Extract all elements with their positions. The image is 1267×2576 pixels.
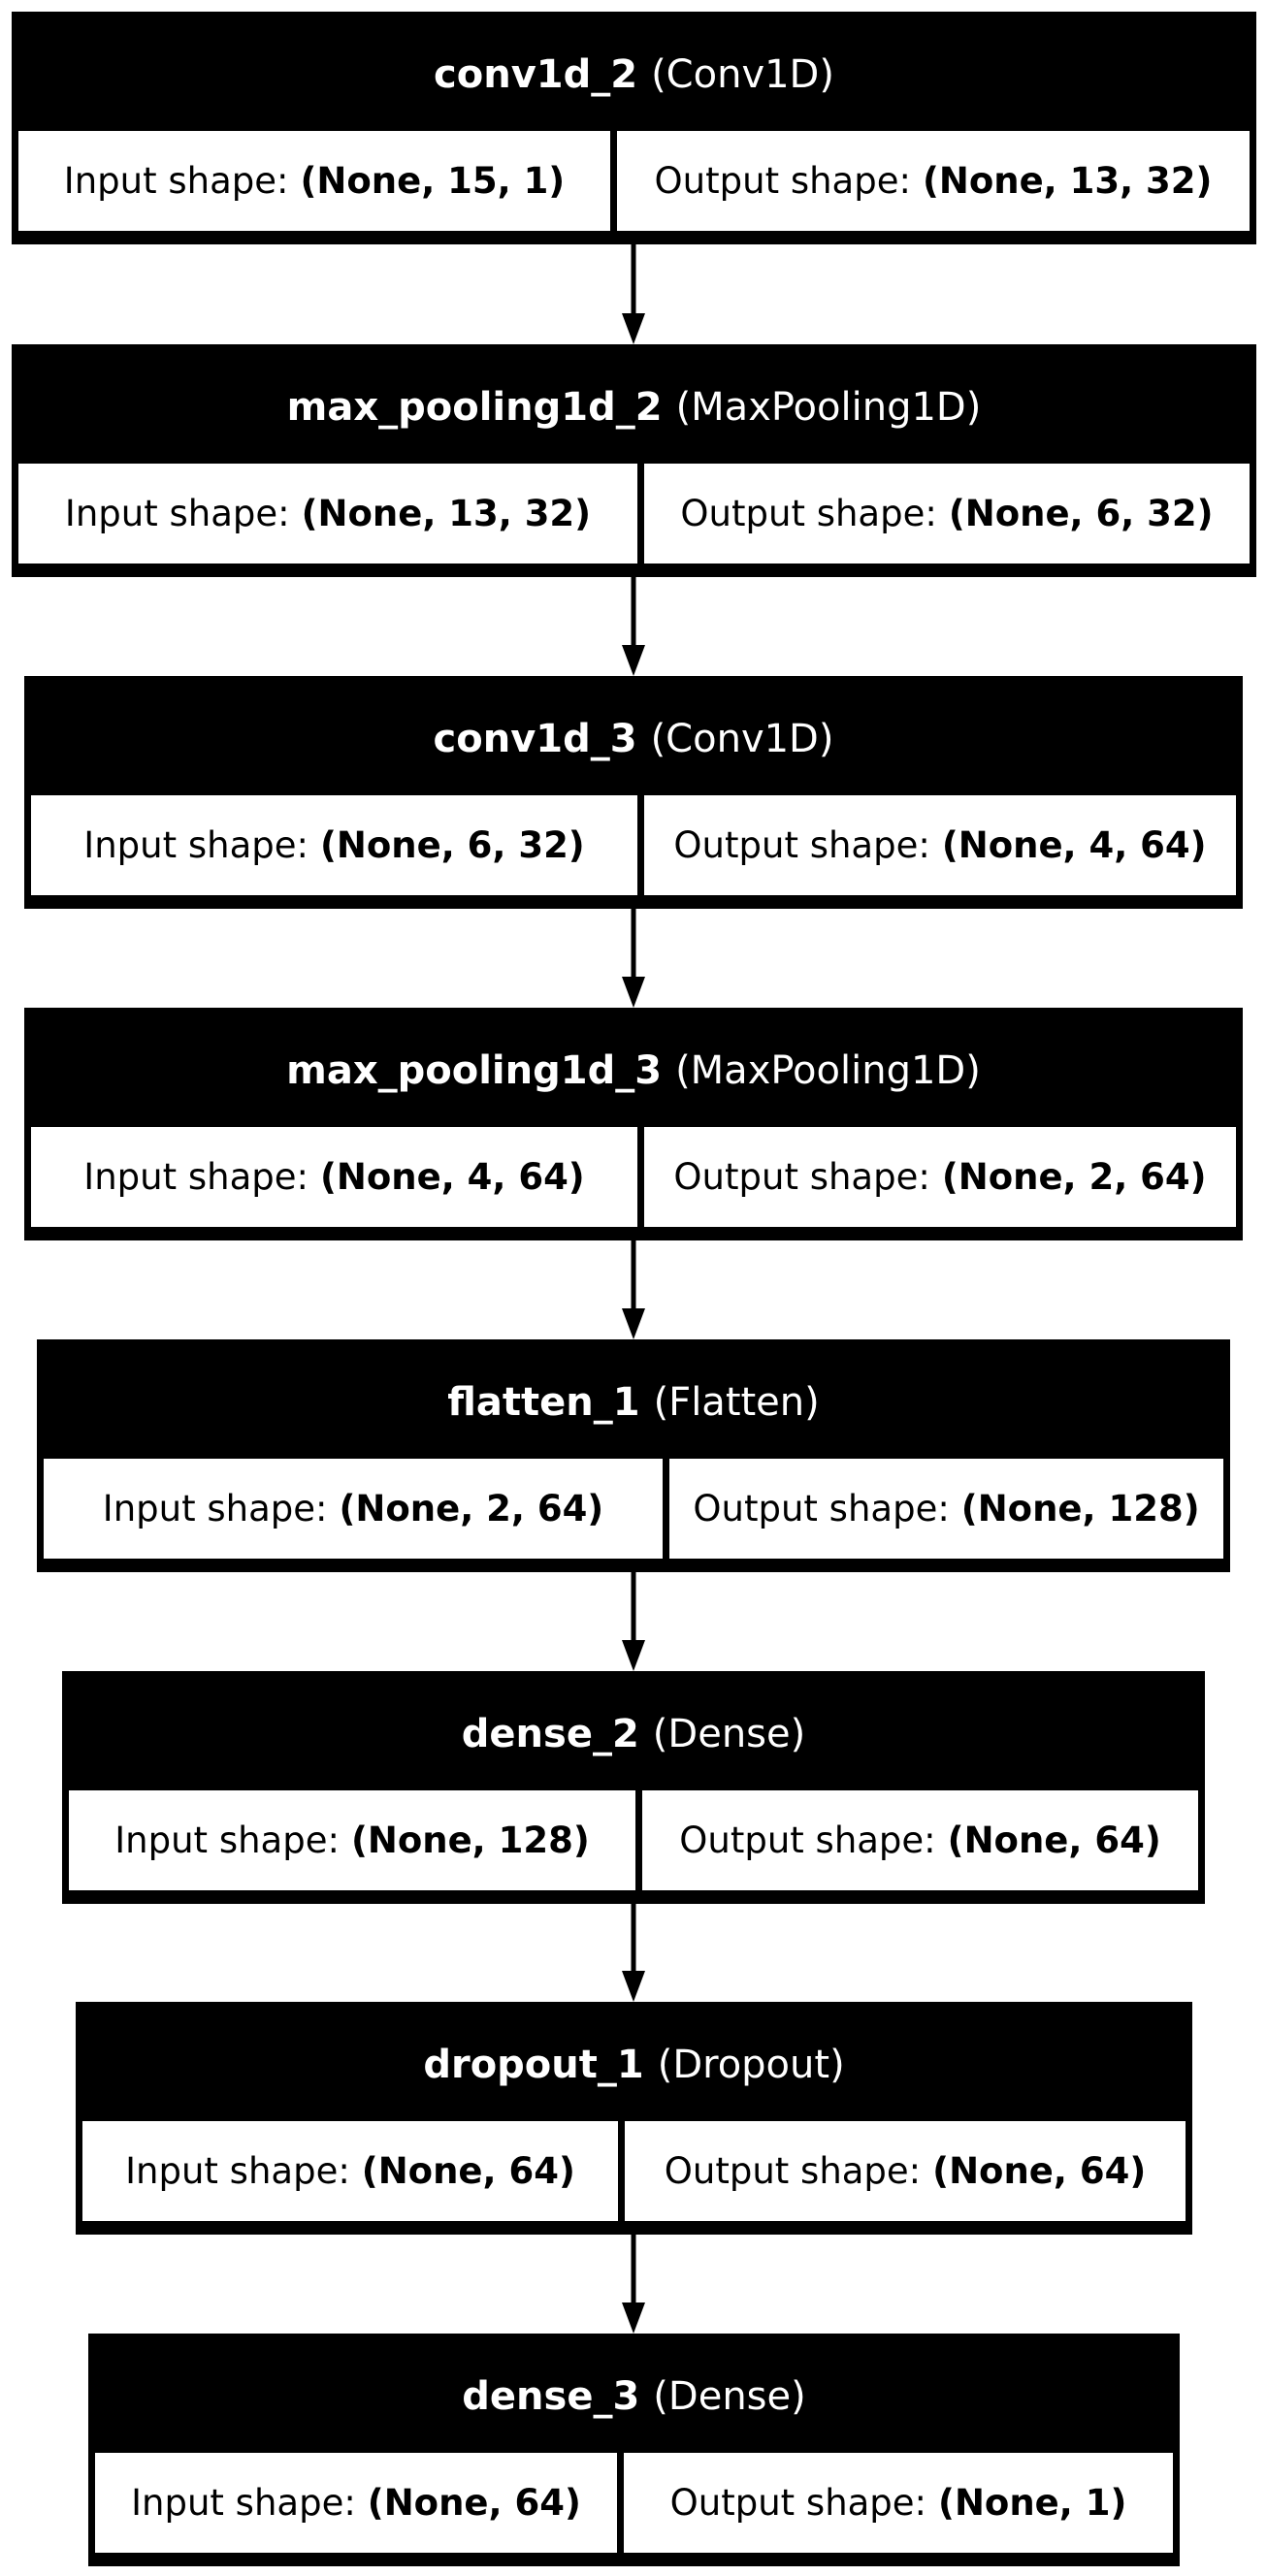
layer-header: dropout_1 (Dropout) [82,2009,1186,2121]
layer-shapes-row: Input shape: (None, 128) Output shape: (… [69,1790,1198,1890]
output-shape-value: (None, 1) [938,2482,1127,2524]
output-shape-value: (None, 128) [960,1488,1200,1530]
layer-type: (Conv1D) [651,52,834,97]
input-shape-cell: Input shape: (None, 2, 64) [44,1459,663,1559]
layer-shapes-row: Input shape: (None, 15, 1) Output shape:… [18,131,1250,231]
layer-type: (Dropout) [657,2043,845,2087]
output-shape-label: Output shape: [693,1488,950,1530]
layer-box: dense_3 (Dense) Input shape: (None, 64) … [88,2334,1180,2566]
edge-arrowhead [622,1308,645,1339]
layer-name: max_pooling1d_3 [286,1048,663,1093]
edge-arrowhead [622,1640,645,1671]
output-shape-label: Output shape: [673,824,930,866]
output-shape-cell: Output shape: (None, 6, 32) [644,464,1250,564]
output-shape-cell: Output shape: (None, 1) [624,2453,1173,2553]
output-shape-value: (None, 64) [932,2150,1147,2192]
input-shape-cell: Input shape: (None, 15, 1) [18,131,610,231]
input-shape-label: Input shape: [83,1156,309,1198]
input-shape-label: Input shape: [63,160,289,202]
input-shape-value: (None, 128) [350,1819,590,1861]
layer-box: dropout_1 (Dropout) Input shape: (None, … [76,2002,1192,2235]
layer-type: (Flatten) [653,1380,820,1425]
edge-arrowhead [622,645,645,676]
layer-header: max_pooling1d_2 (MaxPooling1D) [18,351,1250,464]
layer-type: (MaxPooling1D) [675,385,982,430]
output-shape-label: Output shape: [669,2482,927,2524]
layer-name: dropout_1 [423,2043,644,2087]
layer-type: (Dense) [652,1712,806,1756]
output-shape-value: (None, 6, 32) [948,493,1214,534]
input-shape-cell: Input shape: (None, 64) [82,2121,618,2221]
layer-type: (Dense) [653,2374,806,2419]
output-shape-cell: Output shape: (None, 64) [625,2121,1186,2221]
output-shape-cell: Output shape: (None, 4, 64) [644,795,1236,895]
output-shape-value: (None, 2, 64) [941,1156,1207,1198]
layer-name: max_pooling1d_2 [286,385,663,430]
input-shape-cell: Input shape: (None, 6, 32) [31,795,637,895]
layer-name: dense_2 [461,1712,639,1756]
input-shape-value: (None, 4, 64) [319,1156,585,1198]
edge-arrowhead [622,313,645,344]
input-shape-label: Input shape: [102,1488,328,1530]
output-shape-value: (None, 13, 32) [922,160,1213,202]
layer-name: conv1d_3 [433,717,637,761]
layer-shapes-row: Input shape: (None, 64) Output shape: (N… [82,2121,1186,2221]
input-shape-label: Input shape: [83,824,309,866]
input-shape-label: Input shape: [131,2482,356,2524]
layer-header: max_pooling1d_3 (MaxPooling1D) [31,1014,1236,1127]
input-shape-value: (None, 64) [367,2482,581,2524]
output-shape-cell: Output shape: (None, 128) [669,1459,1223,1559]
edge-arrowhead [622,977,645,1008]
output-shape-value: (None, 4, 64) [941,824,1207,866]
output-shape-value: (None, 64) [947,1819,1161,1861]
layer-header: dense_3 (Dense) [95,2340,1173,2453]
input-shape-value: (None, 13, 32) [301,493,592,534]
output-shape-cell: Output shape: (None, 13, 32) [617,131,1250,231]
output-shape-cell: Output shape: (None, 2, 64) [644,1127,1236,1227]
output-shape-label: Output shape: [664,2150,922,2192]
output-shape-label: Output shape: [654,160,911,202]
output-shape-label: Output shape: [680,493,937,534]
input-shape-value: (None, 2, 64) [339,1488,604,1530]
input-shape-label: Input shape: [114,1819,340,1861]
layer-shapes-row: Input shape: (None, 13, 32) Output shape… [18,464,1250,564]
input-shape-value: (None, 15, 1) [300,160,566,202]
layer-header: dense_2 (Dense) [69,1678,1198,1790]
layer-name: conv1d_2 [434,52,638,97]
layer-box: conv1d_2 (Conv1D) Input shape: (None, 15… [12,12,1256,244]
input-shape-cell: Input shape: (None, 13, 32) [18,464,637,564]
edge-arrowhead [622,2302,645,2334]
layer-shapes-row: Input shape: (None, 4, 64) Output shape:… [31,1127,1236,1227]
output-shape-cell: Output shape: (None, 64) [642,1790,1198,1890]
layer-shapes-row: Input shape: (None, 64) Output shape: (N… [95,2453,1173,2553]
layer-shapes-row: Input shape: (None, 6, 32) Output shape:… [31,795,1236,895]
layer-box: max_pooling1d_3 (MaxPooling1D) Input sha… [24,1008,1243,1240]
input-shape-value: (None, 64) [361,2150,575,2192]
layer-box: conv1d_3 (Conv1D) Input shape: (None, 6,… [24,676,1243,909]
input-shape-label: Input shape: [125,2150,350,2192]
layer-name: dense_3 [462,2374,640,2419]
layer-shapes-row: Input shape: (None, 2, 64) Output shape:… [44,1459,1223,1559]
output-shape-label: Output shape: [673,1156,930,1198]
edge-arrowhead [622,1971,645,2002]
input-shape-cell: Input shape: (None, 128) [69,1790,635,1890]
layer-box: max_pooling1d_2 (MaxPooling1D) Input sha… [12,344,1256,577]
layer-header: conv1d_2 (Conv1D) [18,18,1250,131]
layer-type: (MaxPooling1D) [675,1048,981,1093]
layer-header: conv1d_3 (Conv1D) [31,683,1236,795]
layer-box: dense_2 (Dense) Input shape: (None, 128)… [62,1671,1205,1904]
input-shape-label: Input shape: [64,493,290,534]
input-shape-value: (None, 6, 32) [319,824,585,866]
input-shape-cell: Input shape: (None, 64) [95,2453,617,2553]
layer-name: flatten_1 [447,1380,640,1425]
input-shape-cell: Input shape: (None, 4, 64) [31,1127,637,1227]
layer-box: flatten_1 (Flatten) Input shape: (None, … [37,1339,1230,1572]
layer-type: (Conv1D) [650,717,834,761]
output-shape-label: Output shape: [679,1819,936,1861]
layer-header: flatten_1 (Flatten) [44,1346,1223,1459]
